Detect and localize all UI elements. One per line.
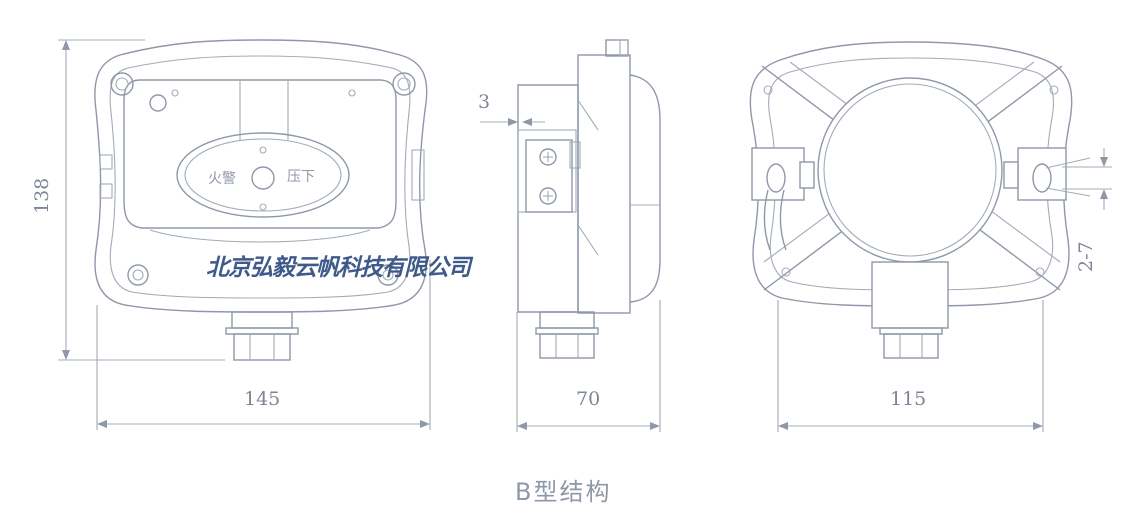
side-view: 3 70 — [478, 39, 661, 432]
dim-depth: 70 — [576, 388, 600, 410]
dim-width-front: 145 — [244, 388, 280, 410]
front-view: 138 火警 压下 — [31, 39, 431, 430]
watermark-text: 北京弘毅云帆科技有限公司 — [206, 255, 471, 281]
back-view: 2-7 115 — [749, 41, 1112, 432]
dim-slot: 2-7 — [1075, 241, 1097, 272]
dim-small: 3 — [478, 91, 490, 113]
button-label-right: 压下 — [287, 169, 315, 185]
button-label-left: 火警 — [208, 171, 236, 187]
dim-width-back: 115 — [890, 388, 926, 410]
dim-height: 138 — [31, 178, 53, 214]
figure-caption: B型结构 — [515, 478, 612, 506]
